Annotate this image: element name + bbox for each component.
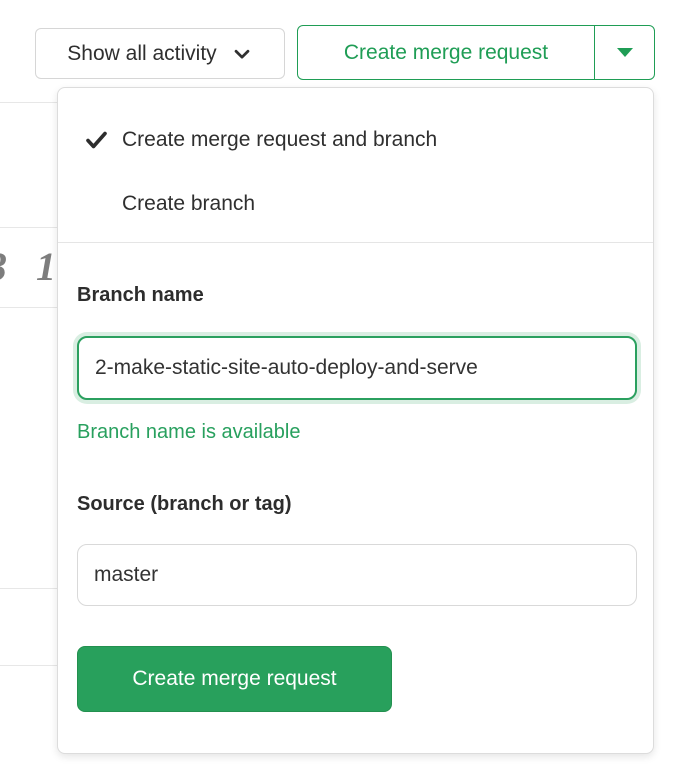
branch-name-input[interactable] (77, 336, 637, 400)
background-divider (0, 227, 57, 228)
background-divider (0, 665, 57, 666)
create-merge-request-label: Create merge request (343, 40, 549, 64)
background-divider (0, 307, 57, 308)
branch-name-label: Branch name (77, 284, 204, 306)
background-divider (0, 588, 57, 589)
source-input[interactable] (77, 544, 637, 606)
menu-item-label: Create merge request and branch (122, 128, 438, 151)
menu-item-label: Create branch (122, 192, 256, 215)
create-merge-request-dropdown-panel: Create merge request and branch Create b… (57, 87, 654, 754)
branch-name-available-message: Branch name is available (77, 421, 301, 443)
create-merge-request-submit-button[interactable]: Create merge request (77, 646, 392, 712)
create-merge-request-split-button: Create merge request (297, 25, 655, 80)
menu-item-create-branch[interactable]: Create branch (59, 180, 652, 228)
caret-down-icon (615, 46, 635, 60)
menu-form-divider (58, 242, 653, 243)
background-partial-text: 1 (36, 244, 56, 289)
checkmark-icon (83, 128, 122, 152)
chevron-down-icon (231, 43, 253, 65)
background-partial-text: 3 (0, 243, 7, 290)
submit-button-label: Create merge request (132, 667, 337, 690)
create-merge-request-button[interactable]: Create merge request (298, 26, 595, 79)
show-all-activity-button[interactable]: Show all activity (35, 28, 285, 79)
menu-item-create-merge-request-and-branch[interactable]: Create merge request and branch (59, 116, 652, 164)
create-merge-request-dropdown-toggle[interactable] (595, 26, 654, 79)
source-label: Source (branch or tag) (77, 493, 292, 515)
background-divider (0, 102, 57, 103)
show-all-activity-label: Show all activity (67, 41, 217, 65)
